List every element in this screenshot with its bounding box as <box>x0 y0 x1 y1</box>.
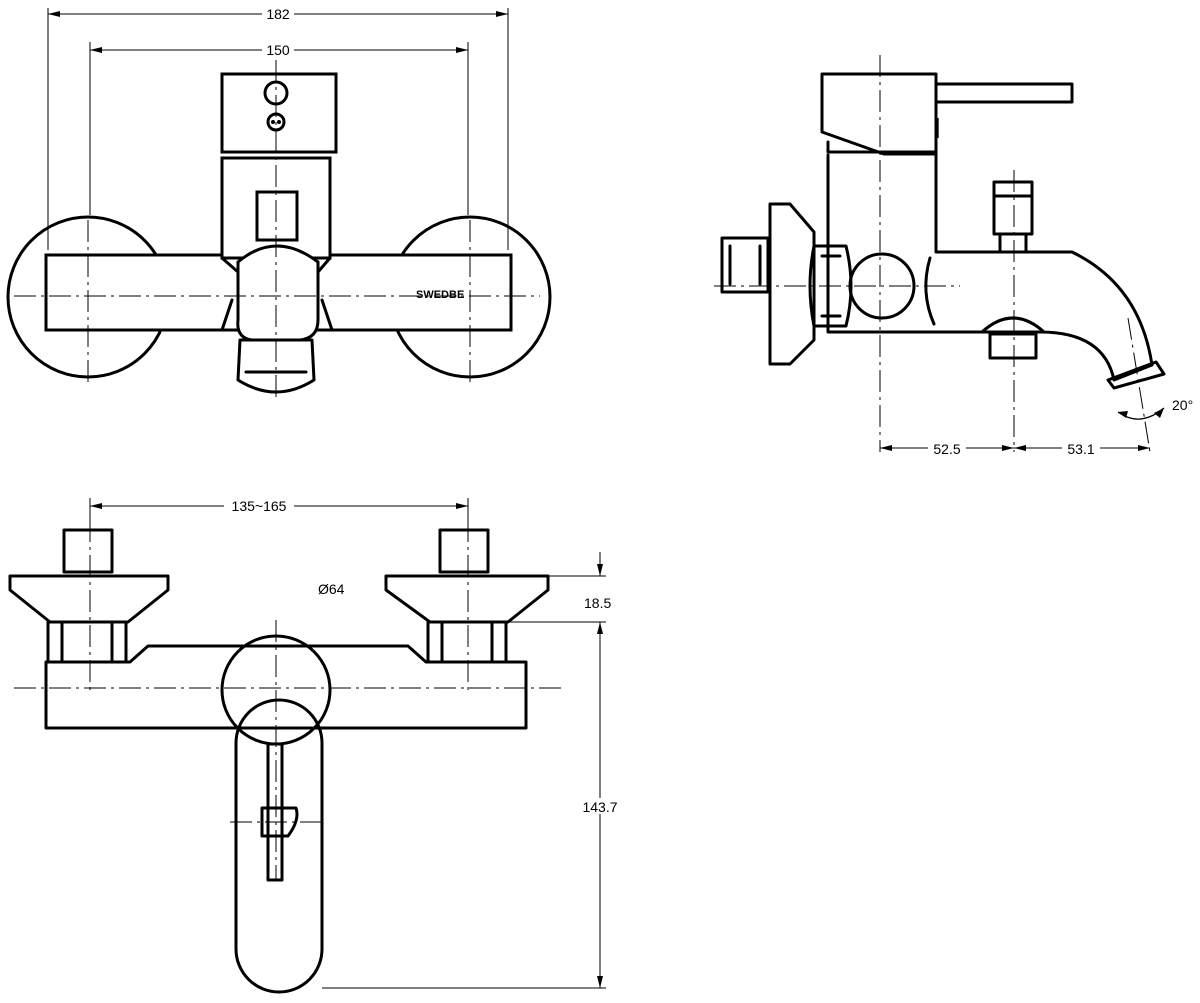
dimension-53-1-label: 53.1 <box>1067 441 1094 457</box>
dimension-150-label: 150 <box>266 42 290 58</box>
dimension-135-165-label: 135~165 <box>232 498 287 514</box>
lever-handle-side <box>820 72 938 156</box>
lever-top-knob <box>260 806 299 838</box>
mixer-body-side <box>826 153 1154 382</box>
angle-20-label: 20° <box>1172 397 1193 413</box>
dimension-150: 150 <box>89 41 469 215</box>
left-nut <box>46 620 128 664</box>
lever-top <box>266 742 284 882</box>
mixer-body-top <box>44 644 528 730</box>
dimension-182-label: 182 <box>266 6 290 22</box>
cartridge-icon <box>848 252 916 320</box>
left-flange <box>8 574 170 624</box>
aerator <box>980 316 1046 334</box>
right-nut <box>426 620 508 664</box>
right-inlet-fitting <box>438 528 490 574</box>
right-flange <box>384 574 550 624</box>
diverter-knob <box>255 190 299 242</box>
union-nut <box>808 244 853 328</box>
inlet-connector <box>720 236 770 294</box>
spout-top <box>234 698 324 994</box>
side-view: 52.5 53.1 20° <box>714 55 1193 457</box>
dimension-52-5-label: 52.5 <box>933 441 960 457</box>
angle-20: 20° <box>1117 397 1193 420</box>
dimension-18-5: 18.5 <box>506 552 611 640</box>
spout-front <box>236 244 320 342</box>
dimension-18-5-label: 18.5 <box>584 595 611 611</box>
dimension-135-165: 135~165 <box>89 497 469 520</box>
spout-tip <box>1106 360 1166 390</box>
top-view: 135~165 Ø64 <box>8 497 622 994</box>
dimension-52-5-53-1: 52.5 53.1 <box>880 440 1150 457</box>
dimension-143-7-label: 143.7 <box>582 799 617 815</box>
diverter-knob-side <box>992 180 1034 236</box>
left-inlet-fitting <box>62 528 114 574</box>
dimension-143-7: 143.7 <box>322 622 622 989</box>
dimension-diameter-label: Ø64 <box>318 581 345 597</box>
brand-logo: SWEDBE <box>416 289 464 301</box>
lever-arm <box>934 82 1074 104</box>
dimension-182: 182 <box>47 5 509 250</box>
front-view: 182 150 <box>6 5 552 400</box>
escutcheon-side <box>768 202 816 366</box>
